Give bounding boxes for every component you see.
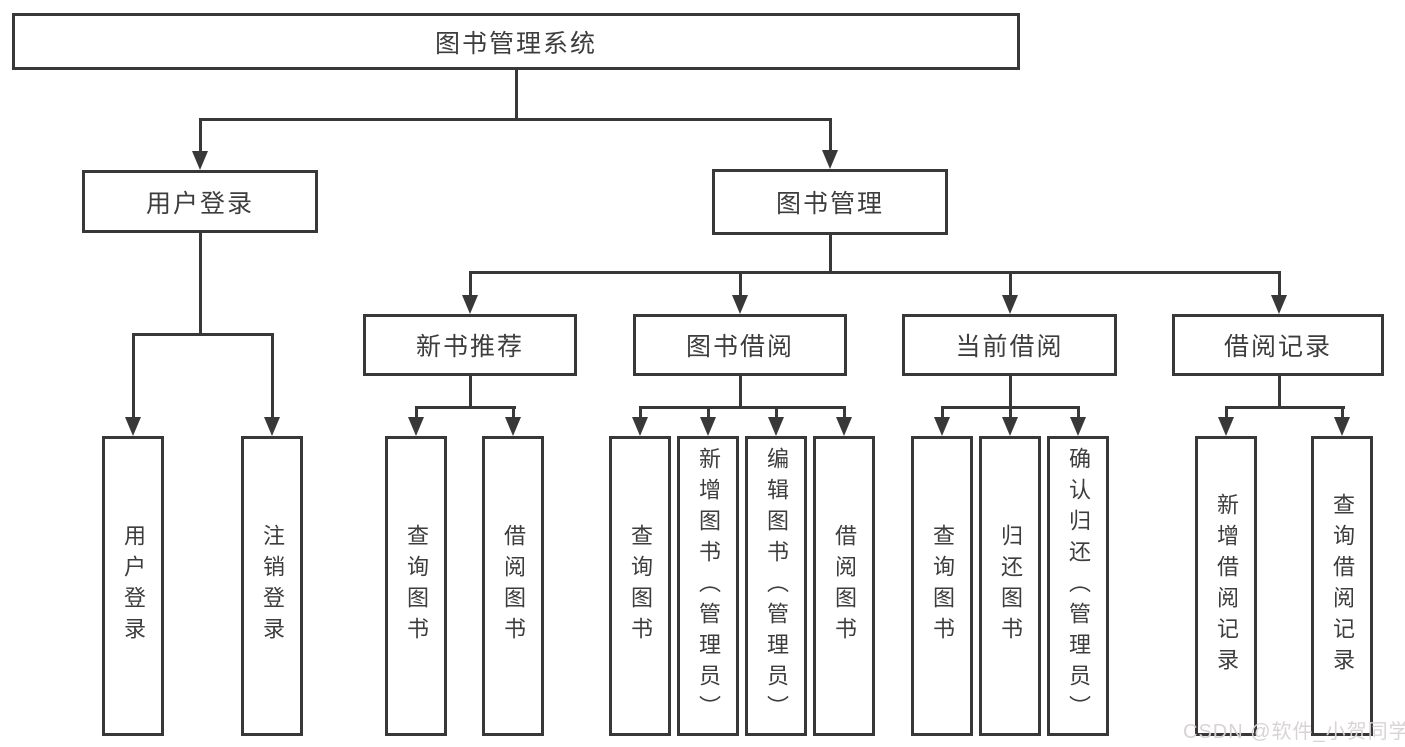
- connector-line: [1225, 406, 1345, 409]
- leaf-label: 注销登录: [260, 524, 285, 648]
- leaf-borrow-edit-books-admin: 编辑图书（管理员）: [745, 436, 807, 736]
- leaf-label: 确认归还（管理员）: [1066, 446, 1091, 726]
- leaf-label: 编辑图书（管理员）: [764, 446, 789, 726]
- leaf-current-confirm-return-admin: 确认归还（管理员）: [1047, 436, 1109, 736]
- leaf-records-add-borrow-record: 新增借阅记录: [1195, 436, 1257, 736]
- connector-line: [1341, 406, 1344, 420]
- leaf-label: 查询借阅记录: [1330, 493, 1355, 679]
- leaf-borrow-query-books: 查询图书: [609, 436, 671, 736]
- connector-line: [1009, 406, 1012, 420]
- connector-line: [639, 406, 642, 420]
- arrow-down-icon: [125, 417, 141, 436]
- arrow-down-icon: [462, 295, 478, 314]
- arrow-down-icon: [732, 295, 748, 314]
- connector-line: [829, 233, 832, 274]
- node-label: 图书管理系统: [434, 29, 597, 58]
- connector-line: [415, 406, 418, 420]
- connector-line: [199, 231, 202, 336]
- leaf-borrow-add-books-admin: 新增图书（管理员）: [677, 436, 739, 736]
- node-label: 借阅记录: [1223, 333, 1332, 361]
- watermark: CSDN @软件_小贺同学: [1183, 721, 1405, 743]
- node-label: 用户登录: [145, 189, 254, 218]
- leaf-borrow-borrow-books: 借阅图书: [813, 436, 875, 736]
- arrow-down-icon: [505, 417, 521, 436]
- connector-line: [829, 118, 832, 152]
- connector-line: [515, 68, 518, 120]
- leaf-recommend-query-books: 查询图书: [385, 436, 447, 736]
- connector-line: [1278, 374, 1281, 409]
- node-current-borrow: 当前借阅: [902, 314, 1117, 376]
- node-library-system: 图书管理系统: [12, 13, 1020, 70]
- leaf-label: 归还图书: [998, 524, 1023, 648]
- leaf-label: 用户登录: [121, 524, 146, 648]
- connector-line: [1009, 271, 1012, 297]
- connector-line: [199, 118, 832, 121]
- arrow-down-icon: [836, 417, 852, 436]
- leaf-label: 新增图书（管理员）: [696, 446, 721, 726]
- connector-line: [132, 333, 135, 418]
- connector-line: [1009, 374, 1012, 409]
- leaf-label: 查询图书: [628, 524, 653, 648]
- connector-line: [271, 333, 274, 418]
- leaf-current-return-books: 归还图书: [979, 436, 1041, 736]
- node-label: 当前借阅: [955, 333, 1064, 361]
- connector-line: [707, 406, 710, 420]
- connector-line: [1225, 406, 1228, 420]
- arrow-down-icon: [1070, 417, 1086, 436]
- arrow-down-icon: [700, 417, 716, 436]
- arrow-down-icon: [408, 417, 424, 436]
- leaf-label: 借阅图书: [832, 524, 857, 648]
- leaf-label: 借阅图书: [501, 524, 526, 648]
- arrow-down-icon: [1002, 417, 1018, 436]
- arrow-down-icon: [1334, 417, 1350, 436]
- node-label: 新书推荐: [415, 333, 524, 361]
- connector-line: [512, 406, 515, 420]
- connector-line: [469, 271, 1281, 274]
- arrow-down-icon: [1218, 417, 1234, 436]
- connector-line: [199, 118, 202, 153]
- node-label: 图书借阅: [685, 333, 794, 361]
- connector-line: [469, 271, 472, 297]
- connector-line: [941, 406, 944, 420]
- connector-line: [132, 333, 274, 336]
- leaf-recommend-borrow-books: 借阅图书: [482, 436, 544, 736]
- leaf-records-query-borrow-record: 查询借阅记录: [1311, 436, 1373, 736]
- node-borrow-records: 借阅记录: [1172, 314, 1384, 376]
- connector-line: [469, 374, 472, 409]
- connector-line: [843, 406, 846, 420]
- node-user-login: 用户登录: [82, 170, 318, 233]
- leaf-label: 查询图书: [930, 524, 955, 648]
- leaf-logout: 注销登录: [241, 436, 303, 736]
- arrow-down-icon: [934, 417, 950, 436]
- arrow-down-icon: [768, 417, 784, 436]
- arrow-down-icon: [1271, 295, 1287, 314]
- node-label: 图书管理: [775, 190, 884, 218]
- connector-line: [1278, 271, 1281, 297]
- connector-line: [1077, 406, 1080, 420]
- arrow-down-icon: [822, 150, 838, 169]
- leaf-current-query-books: 查询图书: [911, 436, 973, 736]
- node-book-management: 图书管理: [712, 169, 948, 235]
- connector-line: [739, 374, 742, 409]
- connector-line: [639, 406, 846, 409]
- node-book-borrow: 图书借阅: [633, 314, 847, 376]
- connector-line: [739, 271, 742, 297]
- connector-line: [415, 406, 516, 409]
- arrow-down-icon: [632, 417, 648, 436]
- node-new-book-recommend: 新书推荐: [363, 314, 577, 376]
- connector-line: [775, 406, 778, 420]
- leaf-label: 查询图书: [404, 524, 429, 648]
- arrow-down-icon: [264, 417, 280, 436]
- arrow-down-icon: [192, 151, 208, 170]
- arrow-down-icon: [1002, 295, 1018, 314]
- leaf-user-login: 用户登录: [102, 436, 164, 736]
- leaf-label: 新增借阅记录: [1214, 493, 1239, 679]
